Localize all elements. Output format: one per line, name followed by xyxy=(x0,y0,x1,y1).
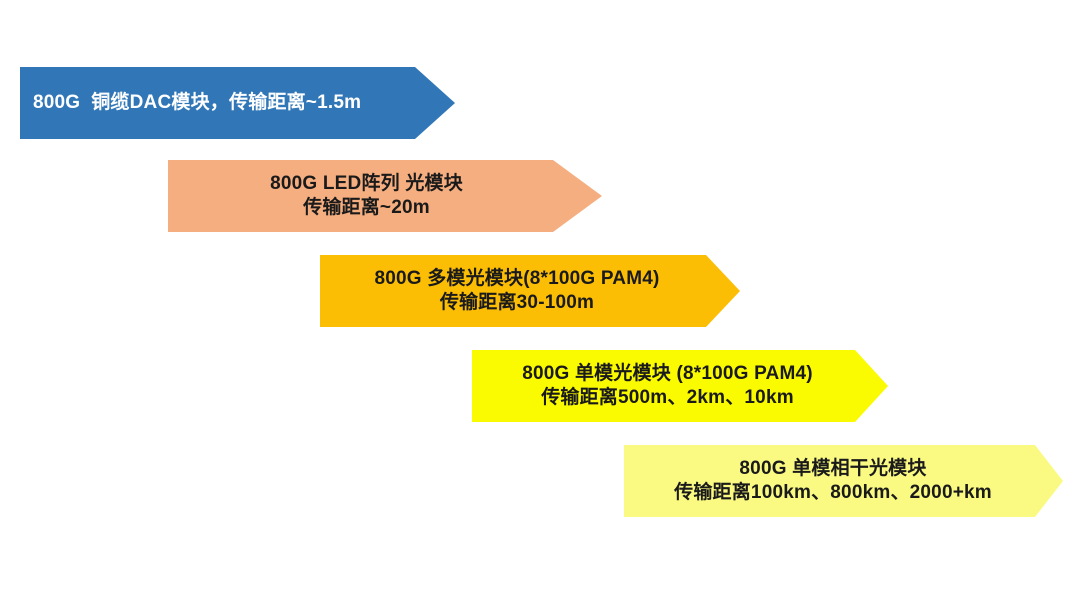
arrow-label-singlemode: 800G 单模光模块 (8*100G PAM4) 传输距离500m、2km、10k… xyxy=(522,362,838,411)
arrow-led-array: 800G LED阵列 光模块传输距离~20m xyxy=(168,160,602,232)
arrow-label-multimode: 800G 多模光模块(8*100G PAM4) 传输距离30-100m xyxy=(374,267,685,316)
arrow-label-line1: 800G 铜缆DAC模块，传输距离~1.5m xyxy=(33,91,362,113)
arrow-label-line2: 传输距离30-100m xyxy=(439,292,595,313)
arrow-label-dac-copper: 800G 铜缆DAC模块，传输距离~1.5m xyxy=(33,91,361,115)
arrow-label-coherent: 800G 单模相干光模块传输距离100km、800km、2000+km xyxy=(674,457,1013,506)
arrow-label-line2: 传输距离500m、2km、10km xyxy=(541,387,794,408)
arrow-label-line1: 800G 多模光模块(8*100G PAM4) xyxy=(374,267,660,289)
arrow-dac-copper: 800G 铜缆DAC模块，传输距离~1.5m xyxy=(20,67,455,139)
arrow-label-line2: 传输距离100km、800km、2000+km xyxy=(674,482,992,503)
arrow-label-led-array: 800G LED阵列 光模块传输距离~20m xyxy=(270,172,500,221)
arrow-coherent: 800G 单模相干光模块传输距离100km、800km、2000+km xyxy=(624,445,1063,517)
arrow-singlemode: 800G 单模光模块 (8*100G PAM4) 传输距离500m、2km、10k… xyxy=(472,350,888,422)
arrow-label-line1: 800G 单模相干光模块 xyxy=(739,457,927,479)
arrow-label-line2: 传输距离~20m xyxy=(303,197,430,218)
arrow-label-line1: 800G LED阵列 光模块 xyxy=(270,172,463,194)
arrow-multimode: 800G 多模光模块(8*100G PAM4) 传输距离30-100m xyxy=(320,255,740,327)
arrow-label-line1: 800G 单模光模块 (8*100G PAM4) xyxy=(522,362,813,384)
